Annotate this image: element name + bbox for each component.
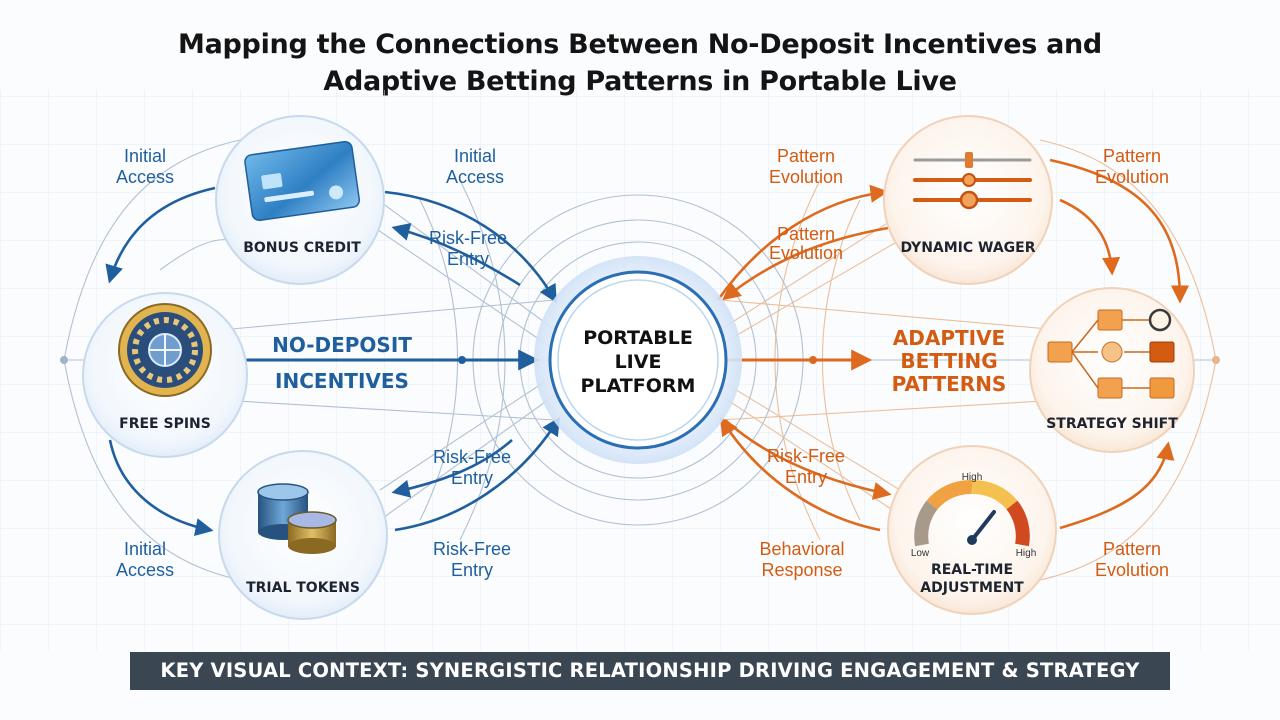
slider-icon	[913, 152, 1032, 210]
center-line-3: PLATFORM	[581, 375, 696, 397]
risk-free-3-line-1: Risk-Free	[433, 539, 511, 559]
risk-free-4-line-1: Risk-Free	[767, 446, 845, 466]
pattern-evolution-1-line-2: Evolution	[769, 167, 843, 187]
gauge-icon	[914, 480, 1030, 547]
pattern-evolution-4-line-2: Evolution	[1095, 560, 1169, 580]
left-group-line-1: NO-DEPOSIT	[272, 333, 412, 357]
node-free-spins: FREE SPINS	[82, 292, 248, 458]
orange-arrows	[716, 158, 1190, 532]
chip-stack-icon	[257, 483, 337, 554]
blue-arrows	[105, 186, 560, 537]
realtime-label-line-1: REAL-TIME	[931, 562, 1013, 578]
credit-card-icon	[244, 140, 361, 222]
gauge-low: Low	[911, 548, 930, 559]
center-node: PORTABLE LIVE PLATFORM	[534, 256, 742, 464]
trial-tokens-label: TRIAL TOKENS	[246, 580, 360, 596]
node-realtime-adjustment: High Low High REAL-TIME ADJUSTMENT	[887, 445, 1057, 615]
key-context-banner: KEY VISUAL CONTEXT: SYNERGISTIC RELATION…	[130, 652, 1170, 690]
left-group-line-2: INCENTIVES	[275, 369, 409, 393]
behavioral-response-line-2: Response	[761, 560, 842, 580]
initial-access-tc-1: Initial	[454, 146, 496, 166]
node-bonus-credit: BONUS CREDIT	[215, 115, 385, 285]
flowchart-icon	[1047, 308, 1175, 399]
risk-free-2-line-1: Risk-Free	[433, 447, 511, 467]
initial-access-bl-1: Initial	[124, 539, 166, 559]
node-dynamic-wager: DYNAMIC WAGER	[883, 115, 1053, 285]
initial-access-tl-1: Initial	[124, 146, 166, 166]
right-group-line-3: PATTERNS	[892, 372, 1007, 396]
pattern-evolution-2-line-1: Pattern	[777, 224, 835, 244]
pattern-evolution-3-line-2: Evolution	[1095, 167, 1169, 187]
page-title: Mapping the Connections Between No-Depos…	[0, 26, 1280, 100]
initial-access-bl-2: Access	[116, 560, 174, 580]
initial-access-tl-2: Access	[116, 167, 174, 187]
gauge-high-right: High	[1016, 548, 1037, 559]
behavioral-response-line-1: Behavioral	[759, 539, 844, 559]
pattern-evolution-3-line-1: Pattern	[1103, 146, 1161, 166]
risk-free-1-line-1: Risk-Free	[429, 228, 507, 248]
initial-access-tc-2: Access	[446, 167, 504, 187]
risk-free-1-line-2: Entry	[447, 249, 489, 269]
right-group-line-2: BETTING	[900, 349, 997, 373]
node-strategy-shift: STRATEGY SHIFT	[1029, 287, 1195, 453]
title-line-1: Mapping the Connections Between No-Depos…	[178, 29, 1102, 60]
roulette-wheel-icon	[118, 303, 212, 397]
center-line-2: LIVE	[615, 351, 662, 373]
risk-free-3-line-2: Entry	[451, 560, 493, 580]
risk-free-2-line-2: Entry	[451, 468, 493, 488]
pattern-evolution-1-line-1: Pattern	[777, 146, 835, 166]
bonus-credit-label: BONUS CREDIT	[243, 240, 361, 256]
right-group-line-1: ADAPTIVE	[893, 326, 1005, 350]
risk-free-4-line-2: Entry	[785, 467, 827, 487]
pattern-evolution-2-line-2: Evolution	[769, 243, 843, 263]
node-trial-tokens: TRIAL TOKENS	[218, 450, 388, 620]
dynamic-wager-label: DYNAMIC WAGER	[900, 240, 1035, 256]
strategy-shift-label: STRATEGY SHIFT	[1046, 416, 1178, 432]
realtime-label-line-2: ADJUSTMENT	[920, 580, 1024, 596]
pattern-evolution-4-line-1: Pattern	[1103, 539, 1161, 559]
gauge-high-top: High	[962, 472, 983, 483]
gauge-needle	[970, 510, 996, 542]
free-spins-label: FREE SPINS	[119, 416, 211, 432]
center-line-1: PORTABLE	[583, 327, 693, 349]
